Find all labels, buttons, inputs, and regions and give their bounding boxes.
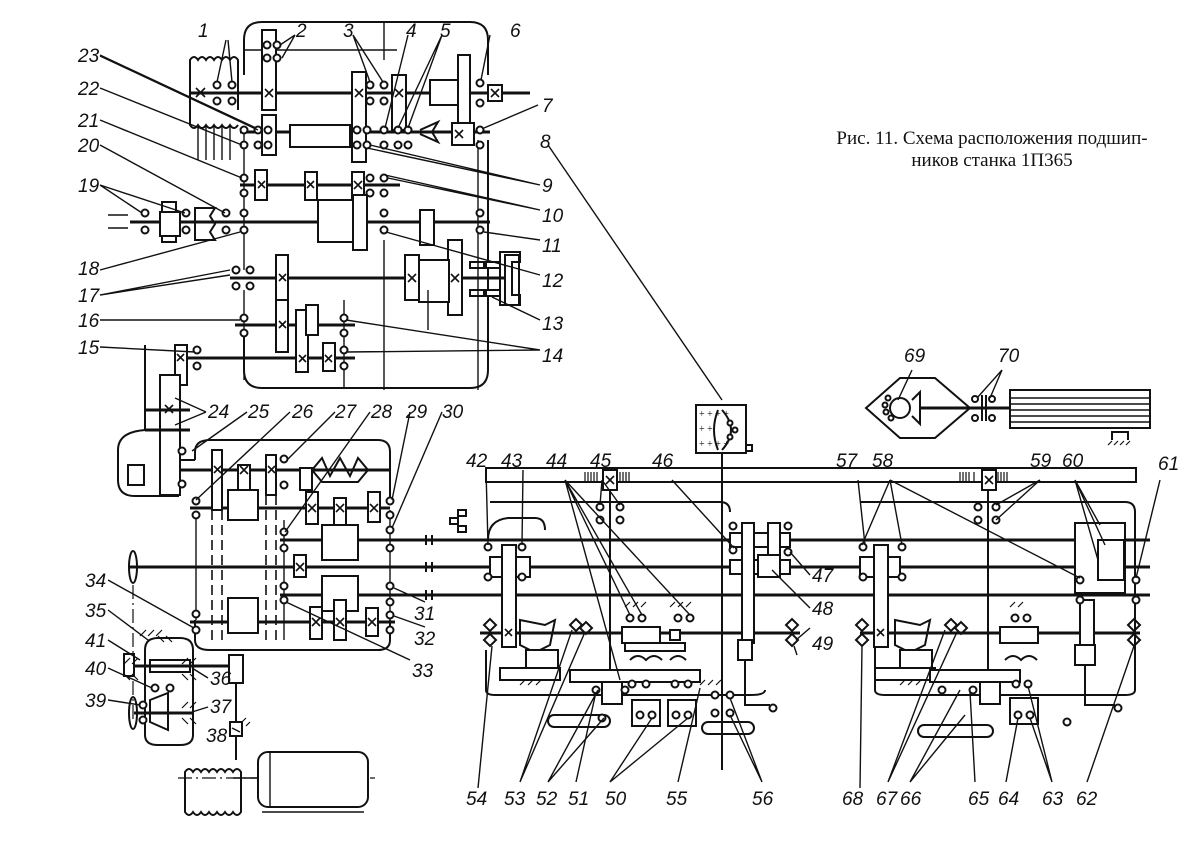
label-24: 24 [207,402,229,423]
label-20: 20 [77,136,100,157]
label-9: 9 [542,176,553,197]
label-57: 57 [836,451,859,472]
svg-text:+ + + +: + + + + [699,439,729,450]
label-32: 32 [414,629,436,650]
label-30: 30 [442,402,464,423]
turret-spindle-assembly [864,377,1151,446]
label-42: 42 [466,451,488,472]
label-45: 45 [590,451,612,472]
label-37: 37 [210,697,233,718]
label-19: 19 [78,176,100,197]
brake-13 [499,251,521,306]
label-14: 14 [542,346,563,367]
label-55: 55 [666,789,688,810]
label-15: 15 [78,338,100,359]
label-62: 62 [1076,789,1098,810]
label-3: 3 [343,21,354,42]
label-33: 33 [412,661,434,682]
label-50: 50 [605,789,627,810]
label-38: 38 [206,726,228,747]
label-41: 41 [85,631,106,652]
label-12: 12 [542,271,564,292]
label-39: 39 [85,691,107,712]
caption-line-2: ников станка 1П365 [911,150,1073,171]
label-44: 44 [546,451,567,472]
headstock-housing-top [243,21,489,75]
label-34: 34 [85,571,106,592]
callout-labels: 1 2 3 4 5 6 7 8 9 10 11 12 13 14 15 16 1… [77,21,1179,810]
label-52: 52 [536,789,558,810]
label-65: 65 [968,789,990,810]
label-26: 26 [291,402,314,423]
label-17: 17 [78,286,101,307]
feed-box-housing-bottom [194,620,391,651]
motor-pulley [184,768,242,816]
label-23: 23 [77,46,100,67]
label-66: 66 [900,789,922,810]
label-2: 2 [295,21,307,42]
label-31: 31 [414,604,435,625]
label-46: 46 [652,451,674,472]
label-43: 43 [501,451,523,472]
headstock-gearbox [108,21,530,390]
label-6: 6 [510,21,521,42]
label-5: 5 [440,21,451,42]
label-22: 22 [77,79,100,100]
label-61: 61 [1158,454,1179,475]
label-51: 51 [568,789,589,810]
leader-lines [99,34,1161,789]
svg-text:+ + + +: + + + + [699,409,729,420]
label-56: 56 [752,789,774,810]
bar-stock [1009,389,1151,429]
label-40: 40 [85,659,107,680]
motor-assembly [123,629,375,816]
label-28: 28 [370,402,393,423]
label-68: 68 [842,789,864,810]
label-27: 27 [334,402,358,423]
label-11: 11 [542,236,562,257]
label-29: 29 [405,402,428,423]
figure-caption: Рис. 11. Схема расположения подшип- нико… [782,128,1200,172]
label-53: 53 [504,789,526,810]
clutch-left [194,207,217,241]
carriage-housing-1 [485,501,766,696]
label-47: 47 [812,566,835,587]
label-16: 16 [78,311,100,332]
label-70: 70 [998,346,1020,367]
reducer-housing [144,637,194,746]
label-10: 10 [542,206,564,227]
caption-line-1: Рис. 11. Схема расположения подшип- [836,128,1148,149]
feed-box-housing-top [194,439,391,500]
label-58: 58 [872,451,894,472]
label-18: 18 [78,259,100,280]
label-36: 36 [210,669,232,690]
label-60: 60 [1062,451,1084,472]
label-25: 25 [247,402,270,423]
label-4: 4 [406,21,417,42]
label-63: 63 [1042,789,1064,810]
label-67: 67 [876,789,899,810]
label-69: 69 [904,346,926,367]
headstock-housing-bottom [243,140,489,389]
label-35: 35 [85,601,107,622]
label-1: 1 [198,21,209,42]
label-64: 64 [998,789,1019,810]
label-8: 8 [540,132,551,153]
safety-clutch [310,455,370,483]
apron-housing [117,345,195,497]
label-48: 48 [812,599,834,620]
clutch-right [419,119,441,145]
label-21: 21 [77,111,99,132]
label-13: 13 [542,314,564,335]
carriage-housing-2 [860,501,1136,696]
label-54: 54 [466,789,487,810]
svg-text:+ +: + + [699,424,713,435]
label-7: 7 [542,96,554,117]
label-59: 59 [1030,451,1052,472]
electric-motor [257,751,369,808]
label-49: 49 [812,634,834,655]
